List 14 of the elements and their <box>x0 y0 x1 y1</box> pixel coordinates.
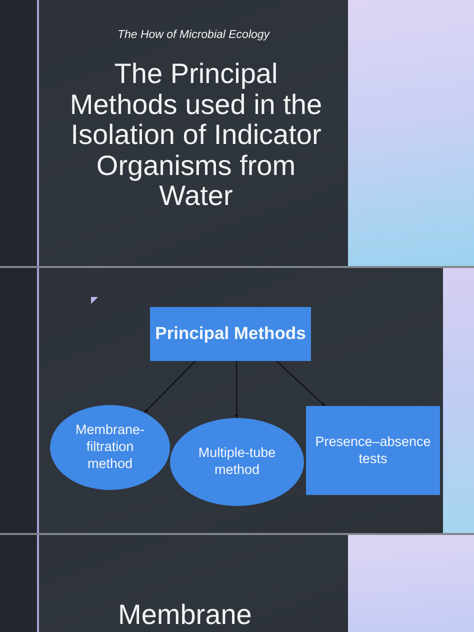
method-ellipse <box>50 405 170 490</box>
arrow <box>144 360 196 414</box>
node-text: Multiple-tube method <box>197 445 277 479</box>
method-box <box>306 406 440 495</box>
arrow <box>276 360 326 406</box>
slide-heading: Membrane <box>118 599 253 631</box>
node-text: Presence–absence tests <box>314 434 432 468</box>
method-box <box>150 307 311 361</box>
arrow <box>235 360 239 418</box>
slide-subtitle: The How of Microbial Ecology <box>116 28 271 43</box>
node-text: Membrane- filtration method <box>74 422 146 473</box>
slide-title: The Principal Methods used in the Isolation of Indicator Organisms from Water <box>68 59 324 212</box>
node-text: Principal Methods <box>154 323 307 345</box>
method-ellipse <box>170 418 304 506</box>
